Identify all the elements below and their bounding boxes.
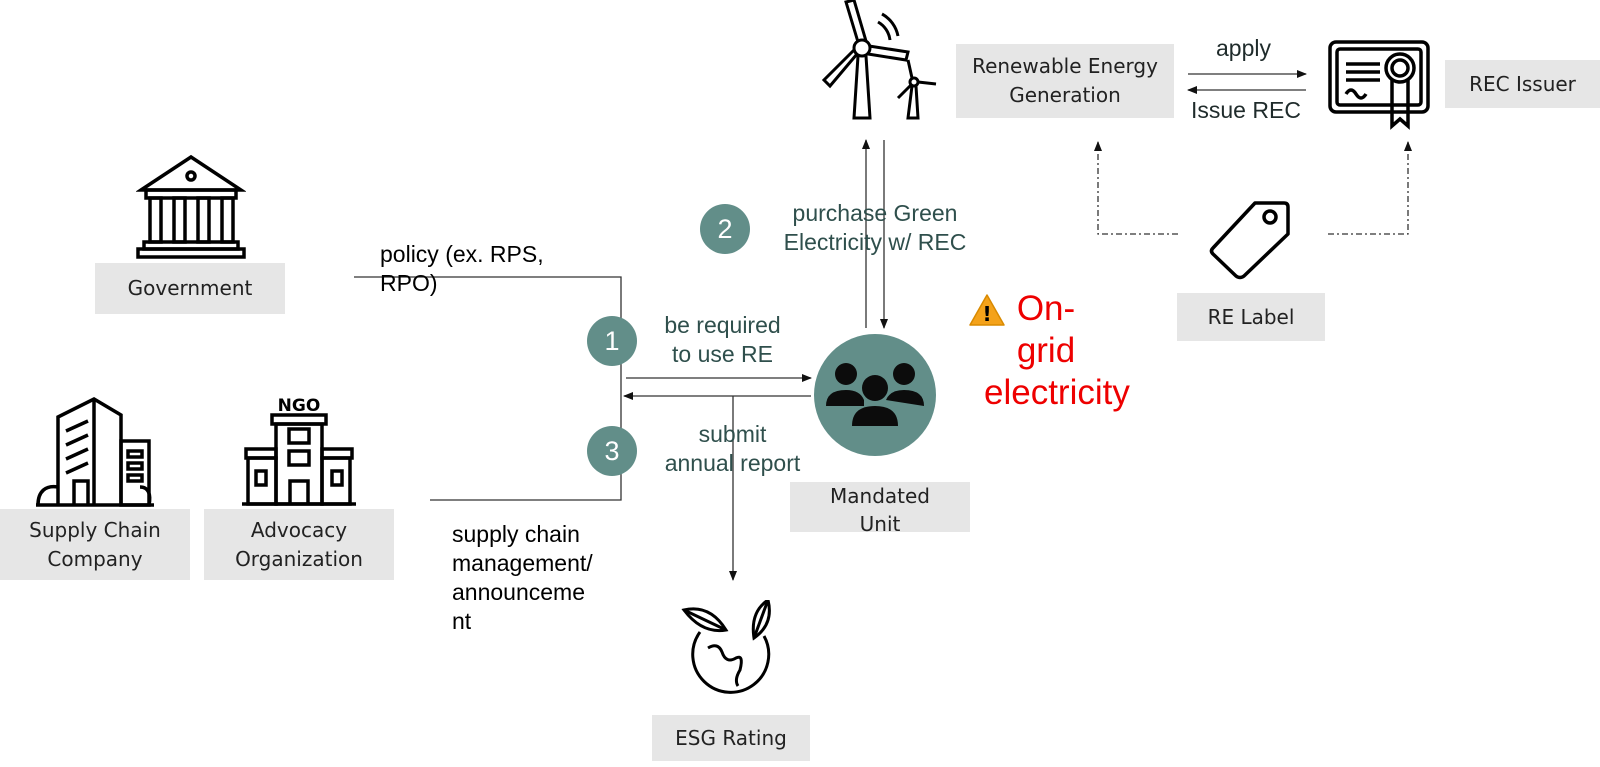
policy-label: policy (ex. RPS, RPO) bbox=[380, 241, 544, 296]
step-1-badge: 1 bbox=[587, 316, 637, 366]
re-label-label: RE Label bbox=[1207, 304, 1295, 329]
government-box: Government bbox=[95, 263, 285, 314]
warning-icon: ! bbox=[969, 294, 1005, 326]
ongrid-warning-text: On- grid electricity bbox=[984, 289, 1130, 412]
re-generation-label: Renewable Energy Generation bbox=[972, 54, 1158, 107]
esg-rating-label: ESG Rating bbox=[675, 725, 787, 750]
re-generation-box: Renewable Energy Generation bbox=[956, 44, 1174, 118]
government-building-icon bbox=[136, 154, 246, 259]
purchase-label: purchase Green Electricity w/ REC bbox=[783, 200, 967, 255]
esg-rating-box: ESG Rating bbox=[652, 715, 810, 761]
wind-turbine-icon bbox=[821, 0, 937, 120]
government-label: Government bbox=[127, 276, 253, 300]
step-3-badge: 3 bbox=[587, 426, 637, 476]
issue-rec-label: Issue REC bbox=[1191, 97, 1301, 123]
step-2-badge: 2 bbox=[700, 204, 750, 254]
rec-issuer-label: REC Issuer bbox=[1469, 71, 1576, 96]
rec-issuer-box: REC Issuer bbox=[1445, 60, 1600, 108]
certificate-icon bbox=[1328, 40, 1430, 130]
eco-globe-icon bbox=[681, 600, 771, 694]
advocacy-box: Advocacy Organization bbox=[204, 509, 394, 580]
re-label-box: RE Label bbox=[1177, 293, 1325, 341]
group-people-icon bbox=[814, 334, 936, 456]
supply-chain-mgmt-label: supply chain management/ announceme nt bbox=[452, 521, 593, 634]
ngo-building-icon: NGO bbox=[242, 396, 356, 506]
submit-report-label: submit annual report bbox=[664, 421, 801, 476]
tag-icon bbox=[1209, 201, 1290, 280]
label-to-issuer-line bbox=[1328, 141, 1412, 235]
warning-symbol: ! bbox=[982, 302, 991, 326]
policy-bracket-line bbox=[354, 276, 622, 501]
mandated-unit-box: Mandated Unit bbox=[790, 482, 970, 536]
supply-chain-box: Supply Chain Company bbox=[0, 509, 190, 580]
supply-chain-label: Supply Chain Company bbox=[29, 517, 161, 571]
advocacy-label: Advocacy Organization bbox=[235, 517, 363, 571]
mandated-unit-label: Mandated Unit bbox=[830, 484, 930, 536]
be-required-label: be required to use RE bbox=[664, 312, 781, 367]
ngo-sign-text: NGO bbox=[278, 396, 321, 416]
label-to-generation-line bbox=[1094, 141, 1178, 235]
office-building-icon bbox=[36, 397, 154, 507]
apply-label: apply bbox=[1216, 35, 1271, 61]
